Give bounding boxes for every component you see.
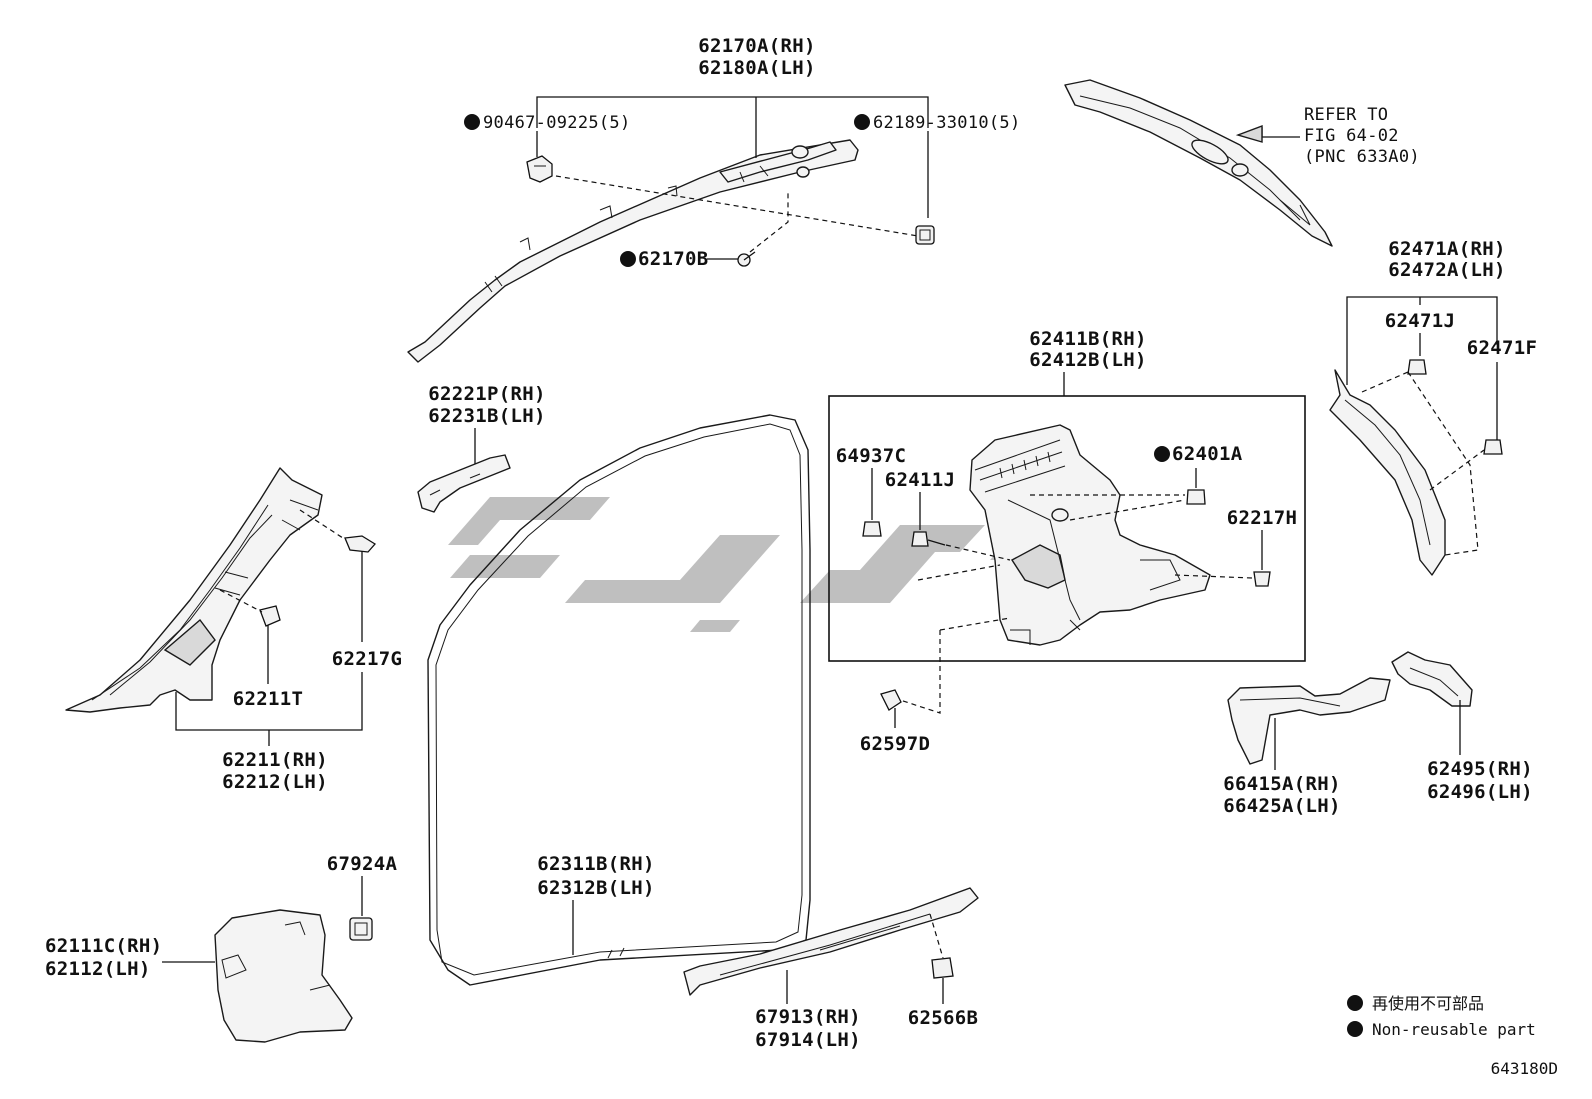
screw-62170B-icon: [737, 251, 756, 267]
label-62212: 62212(LH): [222, 771, 328, 793]
label-62111C: 62111C(RH): [45, 935, 162, 957]
label-62217H: 62217H: [1227, 507, 1297, 529]
label-62217G: 62217G: [332, 648, 402, 670]
label-62411J: 62411J: [885, 469, 955, 491]
label-62221P: 62221P(RH): [428, 383, 545, 405]
clip-62471F-icon: [1483, 439, 1503, 455]
label-67924A: 67924A: [327, 853, 398, 875]
label-62312B: 62312B(LH): [537, 877, 654, 899]
label-62170A: 62170A(RH): [698, 35, 815, 57]
label-62180A: 62180A(LH): [698, 57, 815, 79]
label-66415A: 66415A(RH): [1223, 773, 1340, 795]
legend-dot-icon: [1347, 995, 1363, 1011]
label-62170B: 62170B: [638, 248, 708, 270]
clip-62471J-icon: [1407, 359, 1427, 375]
bracket-62495: [1391, 651, 1473, 707]
legend: 再使用不可部品 Non-reusable part: [1347, 994, 1536, 1039]
non-reusable-mark-icon: [620, 251, 636, 267]
label-62495: 62495(RH): [1427, 758, 1533, 780]
grommet-64937C-icon: [862, 521, 882, 537]
label-62411B: 62411B(RH): [1029, 328, 1146, 350]
assembly-box: [828, 395, 1306, 662]
refer-line-3: (PNC 633A0): [1304, 147, 1420, 167]
label-62112: 62112(LH): [45, 958, 151, 980]
label-62471F: 62471F: [1467, 337, 1537, 359]
bracket-66415A: [1227, 677, 1391, 765]
pillar-garnish-front: [65, 467, 323, 713]
door-weatherstrip: [427, 414, 811, 986]
non-reusable-mark-icon: [854, 114, 870, 130]
label-62401A: 62401A: [1172, 443, 1243, 465]
clip-62189-icon: [915, 225, 935, 245]
screw-62411J-icon: [911, 531, 946, 547]
legend-en: Non-reusable part: [1372, 1020, 1536, 1039]
clip-62597D-icon: [880, 689, 902, 711]
pillar-garnish-rear: [1329, 369, 1446, 576]
label-67913: 67913(RH): [755, 1006, 861, 1028]
label-66425A: 66425A(LH): [1223, 795, 1340, 817]
scuff-plate: [683, 887, 979, 996]
clip-62211T-icon: [259, 605, 281, 627]
label-62566B: 62566B: [908, 1007, 978, 1029]
label-62211: 62211(RH): [222, 749, 328, 771]
non-reusable-mark-icon: [464, 114, 480, 130]
non-reusable-mark-icon: [1154, 446, 1170, 462]
figure-code: 643180D: [1491, 1059, 1558, 1078]
roof-side-garnish: [407, 139, 859, 363]
clip-62217G-icon: [344, 535, 376, 553]
clip-90467-icon: [526, 155, 553, 183]
label-62211T: 62211T: [233, 688, 303, 710]
label-67914: 67914(LH): [755, 1029, 861, 1051]
quarter-trim-panel: [969, 424, 1211, 646]
label-64937C: 64937C: [836, 445, 906, 467]
bracket-62221P: [417, 454, 511, 513]
refer-line-1: REFER TO: [1304, 105, 1388, 125]
refer-line-2: FIG 64-02: [1304, 126, 1399, 146]
clip-67924A-icon: [349, 917, 373, 941]
label-62471A: 62471A(RH): [1388, 238, 1505, 260]
label-62471J: 62471J: [1385, 310, 1455, 332]
label-62597D: 62597D: [860, 733, 930, 755]
label-62189: 62189-33010(5): [873, 113, 1021, 133]
clip-62566B-icon: [931, 957, 954, 979]
clip-62401A-icon: [1186, 489, 1206, 505]
cowl-side-trim: [214, 909, 353, 1043]
legend-jp: 再使用不可部品: [1372, 994, 1484, 1013]
label-62496: 62496(LH): [1427, 781, 1533, 803]
curtain-airbag-reference: [1064, 79, 1333, 247]
clip-62217H-icon: [1253, 571, 1271, 587]
legend-dot-icon: [1347, 1021, 1363, 1037]
label-62472A: 62472A(LH): [1388, 259, 1505, 281]
label-62412B: 62412B(LH): [1029, 349, 1146, 371]
label-90467: 90467-09225(5): [483, 113, 631, 133]
label-62231B: 62231B(LH): [428, 405, 545, 427]
label-62311B: 62311B(RH): [537, 853, 654, 875]
